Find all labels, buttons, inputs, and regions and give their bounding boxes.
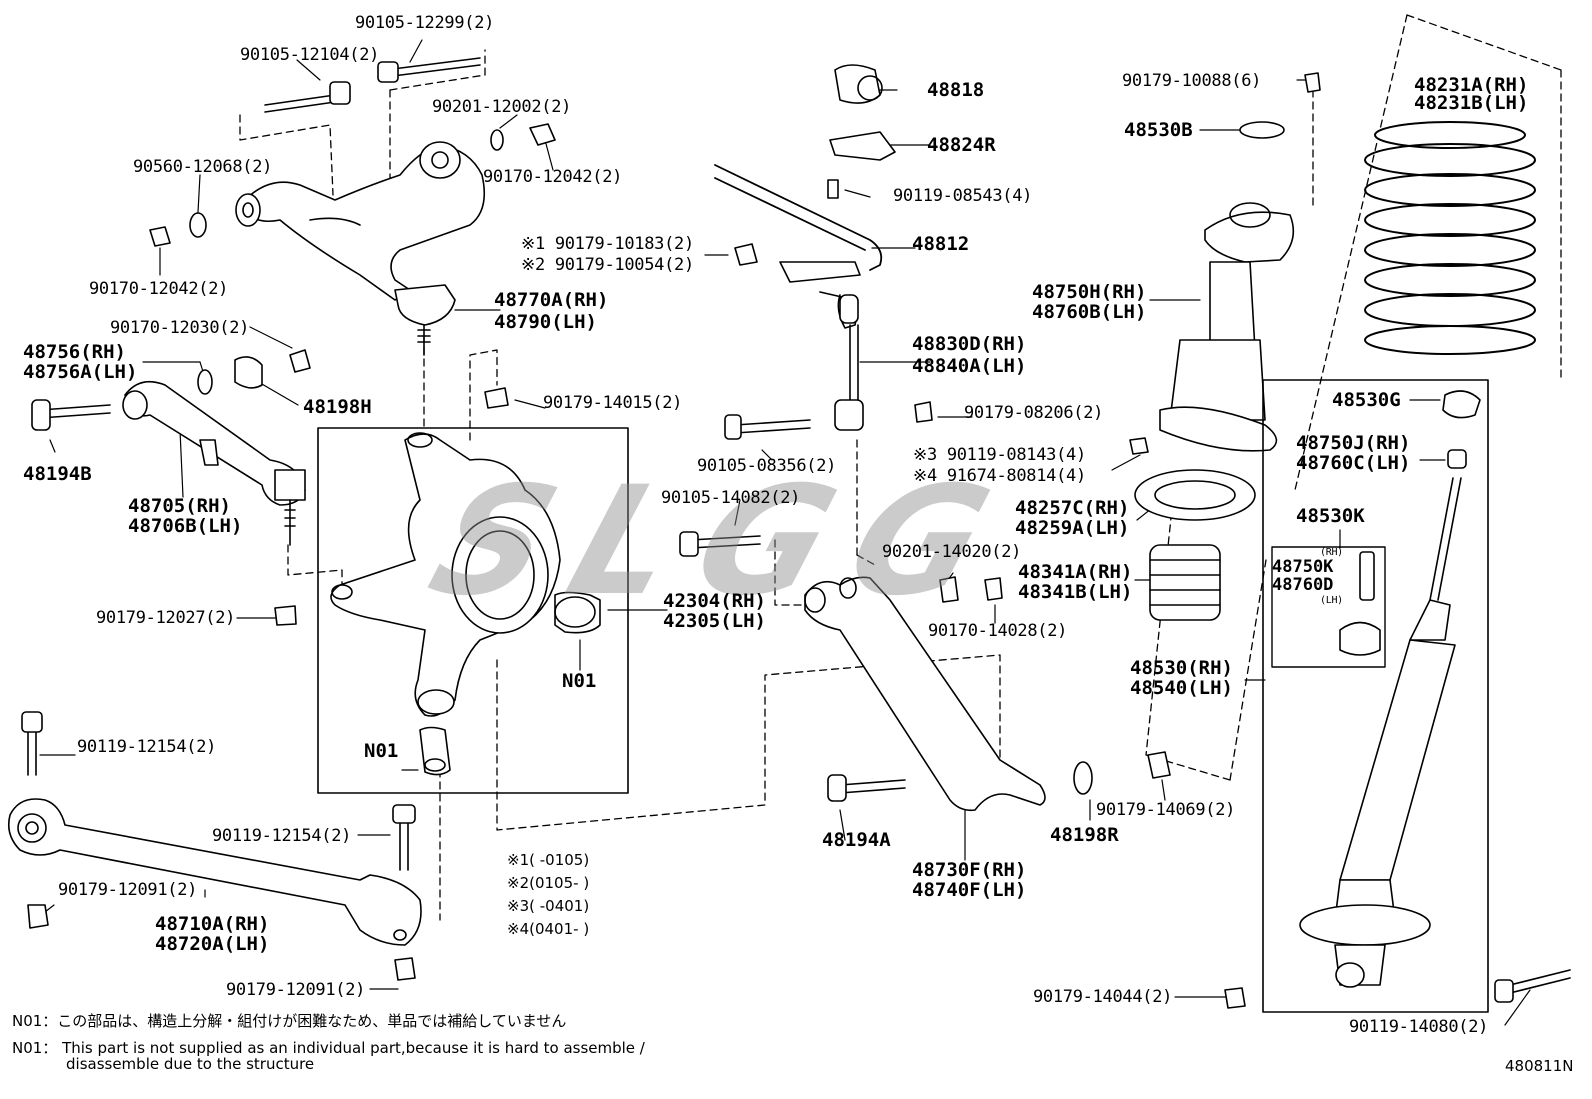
label-48812[interactable]: 48812: [912, 233, 970, 255]
label-90105-12299[interactable]: 90105-12299(2): [355, 13, 495, 33]
date-code-4: ※4(0401- ): [507, 920, 590, 938]
label-48720A[interactable]: 48720A(LH): [155, 933, 270, 955]
label-90179-10183[interactable]: ※1 90179-10183(2): [521, 234, 694, 254]
label-90170-12042-b[interactable]: 90170-12042(2): [89, 279, 229, 299]
label-48756[interactable]: 48756(RH): [23, 341, 126, 363]
footnote-en-line1: N01： This part is not supplied as an ind…: [12, 1039, 645, 1057]
label-48194A[interactable]: 48194A: [822, 829, 891, 851]
label-90179-14069[interactable]: 90179-14069(2): [1096, 800, 1236, 820]
diagram-id: 480811N: [1505, 1057, 1574, 1075]
label-90179-12027[interactable]: 90179-12027(2): [96, 608, 236, 628]
label-90179-12091-b[interactable]: 90179-12091(2): [226, 980, 366, 1000]
label-N01-a[interactable]: N01: [562, 670, 597, 692]
label-90105-14082[interactable]: 90105-14082(2): [661, 488, 801, 508]
footnote-jp: N01：この部品は、構造上分解・組付けが困難なため、単品では補給していません: [12, 1012, 567, 1030]
label-48710A[interactable]: 48710A(RH): [155, 913, 270, 935]
label-48760D[interactable]: 48760D: [1272, 575, 1334, 595]
label-48830D[interactable]: 48830D(RH): [912, 333, 1027, 355]
label-48341A[interactable]: 48341A(RH): [1018, 561, 1133, 583]
stabilizer: [679, 64, 933, 557]
label-90201-12002[interactable]: 90201-12002(2): [432, 97, 572, 117]
date-code-3: ※3( -0401): [507, 897, 590, 915]
label-48530G[interactable]: 48530G: [1332, 389, 1401, 411]
label-48231B[interactable]: 48231B(LH): [1414, 92, 1529, 114]
label-90179-08206[interactable]: 90179-08206(2): [964, 403, 1104, 423]
label-90170-12030[interactable]: 90170-12030(2): [110, 318, 250, 338]
label-48540[interactable]: 48540(LH): [1130, 677, 1233, 699]
label-48760B[interactable]: 48760B(LH): [1032, 301, 1147, 323]
shock-absorber: [1224, 390, 1571, 1009]
label-48705[interactable]: 48705(RH): [128, 495, 231, 517]
label-48840A[interactable]: 48840A(LH): [912, 355, 1027, 377]
label-48740F[interactable]: 48740F(LH): [912, 879, 1027, 901]
date-code-2: ※2(0105- ): [507, 874, 590, 892]
label-48730F[interactable]: 48730F(RH): [912, 859, 1027, 881]
label-90170-14028[interactable]: 90170-14028(2): [928, 621, 1068, 641]
label-48231A[interactable]: 48231A(RH): [1414, 74, 1529, 96]
label-48756A[interactable]: 48756A(LH): [23, 361, 138, 383]
label-90119-12154-b[interactable]: 90119-12154(2): [212, 826, 352, 846]
knuckle-box: [317, 427, 629, 794]
label-90560-12068[interactable]: 90560-12068(2): [133, 157, 273, 177]
label-48198R[interactable]: 48198R: [1050, 824, 1119, 846]
label-90201-14020[interactable]: 90201-14020(2): [882, 542, 1022, 562]
label-48760C[interactable]: 48760C(LH): [1296, 452, 1411, 474]
label-90170-12042-a[interactable]: 90170-12042(2): [483, 167, 623, 187]
label-N01-b[interactable]: N01: [364, 740, 399, 762]
label-90119-12154-a[interactable]: 90119-12154(2): [77, 737, 217, 757]
upper-arm-bolts: [149, 57, 556, 247]
label-90179-10054[interactable]: ※2 90179-10054(2): [521, 255, 694, 275]
label-48530[interactable]: 48530(RH): [1130, 657, 1233, 679]
label-90119-08543[interactable]: 90119-08543(4): [893, 186, 1033, 206]
label-48818[interactable]: 48818: [927, 79, 985, 101]
label-48257C[interactable]: 48257C(RH): [1015, 497, 1130, 519]
label-90179-14044[interactable]: 90179-14044(2): [1033, 987, 1173, 1007]
label-90105-08356[interactable]: 90105-08356(2): [697, 456, 837, 476]
label-42304[interactable]: 42304(RH): [663, 590, 766, 612]
label-42305[interactable]: 42305(LH): [663, 610, 766, 632]
label-90119-08143[interactable]: ※3 90119-08143(4): [913, 445, 1086, 465]
coil-spring: [1364, 121, 1536, 355]
label-48259A[interactable]: 48259A(LH): [1015, 517, 1130, 539]
strut-assembly: [1129, 72, 1321, 621]
label-90105-12104[interactable]: 90105-12104(2): [240, 45, 380, 65]
label-48750H[interactable]: 48750H(RH): [1032, 281, 1147, 303]
label-48530K[interactable]: 48530K: [1296, 505, 1365, 527]
label-48770A[interactable]: 48770A(RH): [494, 289, 609, 311]
footnote-en-line2: disassemble due to the structure: [66, 1055, 315, 1073]
shock-absorber-box: [1262, 379, 1489, 1013]
lower-front-link: [31, 349, 509, 626]
label-48198H[interactable]: 48198H: [303, 396, 372, 418]
label-48750J[interactable]: 48750J(RH): [1296, 432, 1411, 454]
upper-control-arm: [235, 141, 486, 356]
label-48760D-lh: (LH): [1320, 595, 1343, 606]
left-bolts: [21, 711, 416, 981]
label-48194B[interactable]: 48194B: [23, 463, 92, 485]
dashed-guides: [239, 14, 1562, 921]
label-48750K-rh: (RH): [1320, 547, 1343, 558]
label-48341B[interactable]: 48341B(LH): [1018, 581, 1133, 603]
label-48530B[interactable]: 48530B: [1124, 119, 1193, 141]
label-90119-14080[interactable]: 90119-14080(2): [1349, 1017, 1489, 1037]
label-48750K[interactable]: 48750K: [1272, 557, 1334, 577]
label-48824R[interactable]: 48824R: [927, 134, 996, 156]
bump-stopper-box: [1271, 546, 1386, 668]
label-90179-14015[interactable]: 90179-14015(2): [543, 393, 683, 413]
trailing-arm: [7, 798, 422, 946]
label-48706B[interactable]: 48706B(LH): [128, 515, 243, 537]
label-91674-80814[interactable]: ※4 91674-80814(4): [913, 466, 1086, 486]
lower-control-arm: [804, 576, 1171, 812]
leader-lines: [39, 39, 1531, 1026]
label-90179-12091-a[interactable]: 90179-12091(2): [58, 880, 198, 900]
date-code-1: ※1( -0105): [507, 851, 590, 869]
label-48790[interactable]: 48790(LH): [494, 311, 597, 333]
steering-knuckle: [330, 432, 601, 776]
label-90179-10088[interactable]: 90179-10088(6): [1122, 71, 1262, 91]
